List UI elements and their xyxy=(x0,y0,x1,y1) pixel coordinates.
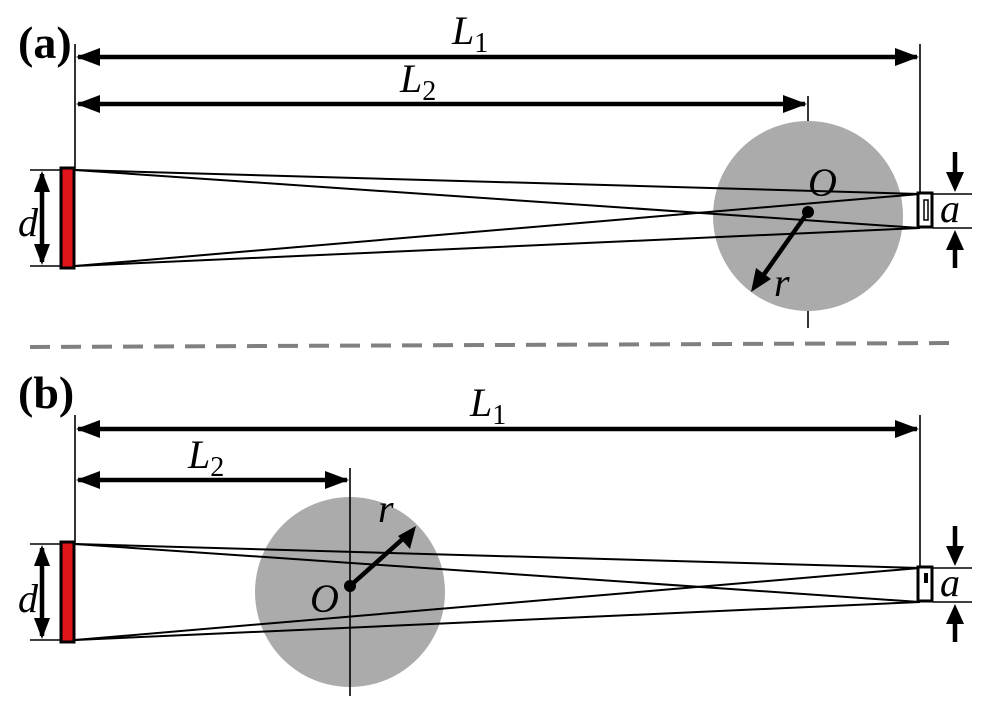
l2-arrowhead-right xyxy=(783,95,807,113)
d-label: d xyxy=(18,576,39,621)
radius-label: r xyxy=(774,260,790,305)
detector-bar xyxy=(59,540,76,644)
panel-a: (a) L1 L2 xyxy=(18,8,972,328)
l1-dimension: L1 xyxy=(76,8,919,66)
l2-label: L2 xyxy=(187,432,224,483)
radius-arrowhead xyxy=(751,268,771,292)
d-dimension: d xyxy=(18,169,62,267)
d-label: d xyxy=(18,200,39,245)
d-arrowhead-top xyxy=(34,545,50,566)
l2-label: L2 xyxy=(399,56,436,107)
center-label: O xyxy=(808,160,837,205)
l2-dimension: L2 xyxy=(76,432,349,489)
d-arrowhead-top xyxy=(34,171,50,192)
panel-a-label: (a) xyxy=(18,17,72,68)
radius-arrow-shaft xyxy=(348,534,408,588)
l2-arrowhead-left xyxy=(76,95,100,113)
a-dimension: a xyxy=(933,526,972,642)
l1-label: L1 xyxy=(469,380,506,431)
aperture-slit xyxy=(924,573,928,583)
a-dimension: a xyxy=(933,152,972,268)
radius-label: r xyxy=(378,486,394,531)
l1-arrowhead-left xyxy=(76,420,100,438)
projection-lines xyxy=(74,543,921,641)
radius-arrow-shaft xyxy=(758,210,810,282)
l1-label: L1 xyxy=(451,8,488,59)
panel-separator xyxy=(29,341,961,349)
a-arrowhead-bottom xyxy=(946,604,964,624)
l1-dimension: L1 xyxy=(76,380,919,438)
a-arrowhead-bottom xyxy=(946,230,964,250)
d-arrowhead-bottom xyxy=(34,244,50,265)
l2-dimension: L2 xyxy=(76,56,807,113)
d-dimension: d xyxy=(18,543,62,641)
panel-b: (b) L1 L2 xyxy=(18,367,972,696)
l2-arrowhead-left xyxy=(76,471,100,489)
a-label: a xyxy=(940,186,960,231)
l1-arrowhead-right xyxy=(895,48,919,66)
d-arrowhead-bottom xyxy=(34,618,50,639)
aperture-slit xyxy=(923,199,929,221)
center-label: O xyxy=(310,576,339,621)
projection-lines xyxy=(74,169,921,267)
a-label: a xyxy=(940,560,960,605)
aperture-box xyxy=(916,565,934,603)
detector-bar xyxy=(59,166,76,270)
l1-arrowhead-left xyxy=(76,48,100,66)
l2-arrowhead-right xyxy=(325,471,349,489)
a-arrowhead-top xyxy=(946,546,964,566)
l1-arrowhead-right xyxy=(895,420,919,438)
a-arrowhead-top xyxy=(946,172,964,192)
panel-b-label: (b) xyxy=(18,367,74,418)
radius-arrowhead xyxy=(398,526,416,549)
